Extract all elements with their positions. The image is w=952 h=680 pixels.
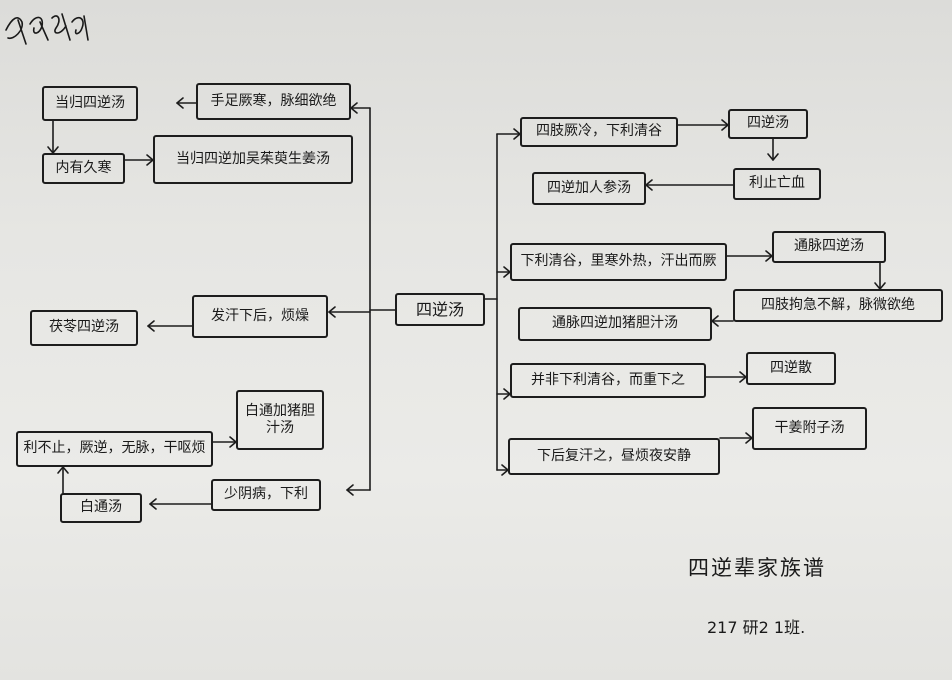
formula-box-sini-plus-ginseng: 四逆加人参汤 (532, 172, 646, 205)
condition-box-long-standing-cold: 内有久寒 (42, 153, 125, 184)
condition-box-limbs-cold: 四肢厥冷，下利清谷 (520, 117, 678, 147)
condition-box-diarrhea-stops-blood-loss: 利止亡血 (733, 168, 821, 200)
formula-box-danggui-sini-wuzhuyu: 当归四逆加吴茱萸生姜汤 (153, 135, 353, 184)
condition-box-vexation-after-sweating: 发汗下后，烦燥 (192, 295, 328, 338)
diagram-title: 四逆辈家族谱 (688, 556, 826, 580)
class-info: 217 研2 1班. (707, 618, 806, 637)
formula-box-sini-san: 四逆散 (746, 352, 836, 385)
center-formula-box: 四逆汤 (395, 293, 485, 326)
condition-box-cold-hands-feet: 手足厥寒，脉细欲绝 (196, 83, 351, 120)
formula-box-baitong-pig-bile: 白通加猪胆汁汤 (236, 390, 324, 450)
formula-box-sini-tang: 四逆汤 (728, 109, 808, 139)
condition-box-shaoyin-diarrhea: 少阴病，下利 (211, 479, 321, 511)
handwritten-signature (5, 13, 89, 45)
formula-box-tongmai-sini-pig-bile: 通脉四逆加猪胆汁汤 (518, 307, 712, 341)
formula-box-fuling-sini: 茯苓四逆汤 (30, 310, 138, 346)
formula-box-danggui-sini: 当归四逆汤 (42, 86, 138, 121)
condition-box-sweat-after-purgation: 下后复汗之，昼烦夜安静 (508, 438, 720, 475)
condition-box-persistent-diarrhea-no-pulse: 利不止，厥逆，无脉，干呕烦 (16, 431, 213, 467)
formula-box-ganjiang-fuzi: 干姜附子汤 (752, 407, 867, 450)
formula-box-baitong: 白通汤 (60, 493, 142, 523)
formula-box-tongmai-sini: 通脉四逆汤 (772, 231, 886, 263)
condition-box-inner-cold-outer-heat: 下利清谷，里寒外热，汗出而厥 (510, 243, 727, 281)
condition-box-wrong-purgation: 并非下利清谷，而重下之 (510, 363, 706, 398)
condition-box-limbs-cramp-faint-pulse: 四肢拘急不解，脉微欲绝 (733, 289, 943, 322)
